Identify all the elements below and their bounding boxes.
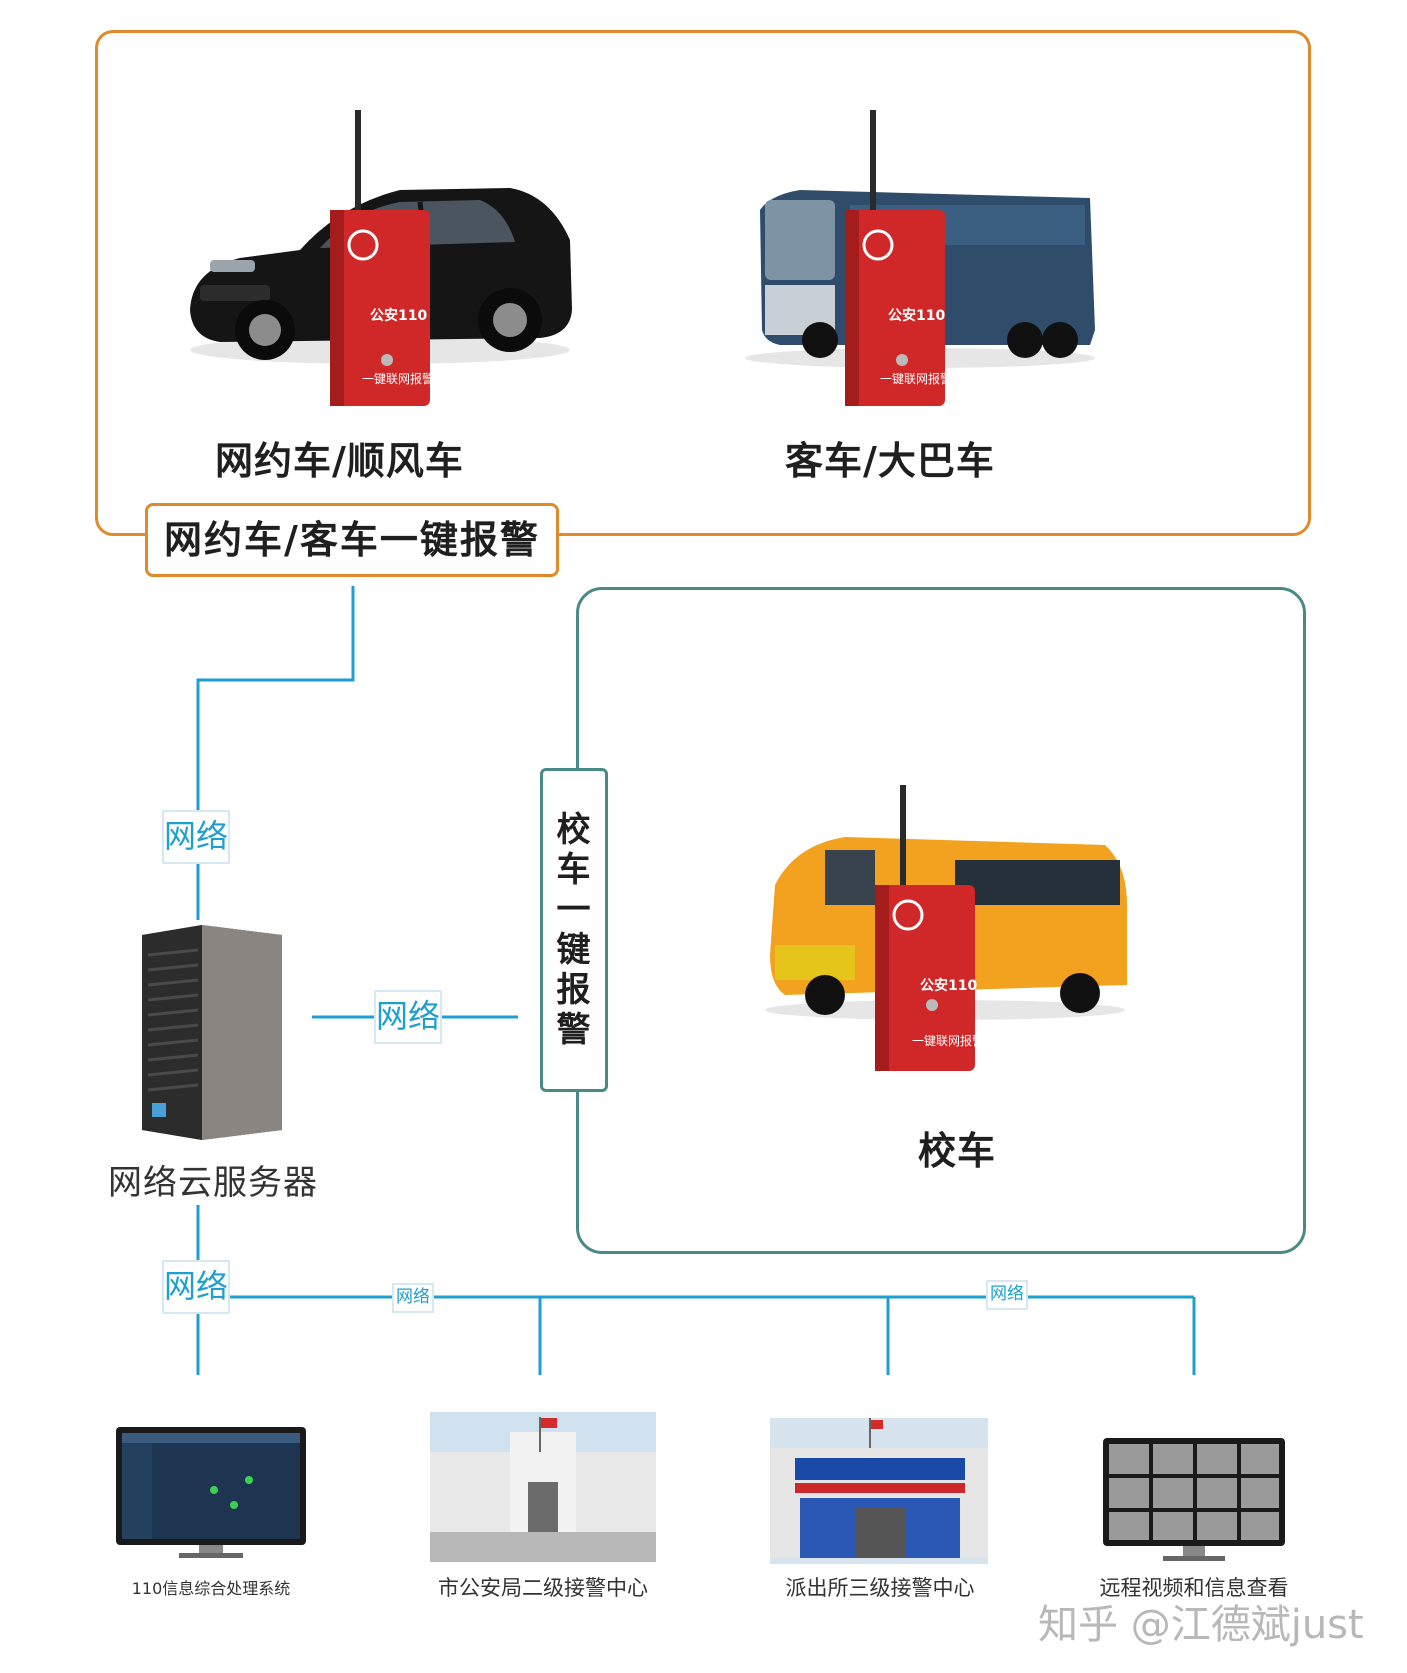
school-tag-char: 报 [556,970,592,1010]
device-text-coach-2: 一键联网报警 [880,372,953,386]
school-tag-char: 键 [556,930,592,970]
school-tag-char: 校 [556,810,592,850]
watermark: 知乎 @江德斌just [1038,1602,1364,1648]
ride-hailing-alarm-tag: 网约车/客车一键报警 [145,503,559,577]
endpoint-label-4: 远程视频和信息查看 [1099,1576,1289,1600]
endpoint-label-2: 市公安局二级接警中心 [438,1576,648,1600]
school-tag-char: 一 [556,890,592,930]
tag-to-server-line [196,586,355,920]
endpoint-label-1: 110信息综合处理系统 [131,1579,291,1598]
school-tag-char: 警 [556,1010,592,1050]
city-police-building [430,1412,656,1562]
ride-hailing-label: 网约车/顺风车 [215,439,464,483]
network-label-lower: 网络 [162,1260,230,1314]
network-label-bus-left: 网络 [392,1283,434,1313]
ride-hailing-group-frame [95,30,1311,536]
endpoint-label-3: 派出所三级接警中心 [785,1576,975,1600]
device-text-car-2: 一键联网报警 [362,372,435,386]
monitor-110-system [114,1425,308,1560]
device-text-car-1: 公安110 [370,308,428,324]
network-label-bus-right: 网络 [986,1280,1028,1310]
device-text-school-1: 公安110 [920,978,978,994]
alarm-device-coach [840,110,950,410]
video-wall-monitor [1103,1438,1285,1566]
coach-bus-label: 客车/大巴车 [785,439,995,483]
device-text-coach-1: 公安110 [888,308,946,324]
server-illustration [122,925,294,1145]
network-label-upper: 网络 [162,810,230,864]
alarm-device-car [325,110,435,410]
school-tag-char: 车 [556,850,592,890]
device-text-school-2: 一键联网报警 [912,1034,985,1048]
school-bus-label: 校车 [918,1129,997,1173]
server-label: 网络云服务器 [108,1163,318,1203]
network-label-middle: 网络 [374,990,442,1044]
school-bus-alarm-tag: 校 车 一 键 报 警 [540,768,608,1092]
police-station-building [770,1418,988,1564]
alarm-device-school-bus [870,785,980,1075]
